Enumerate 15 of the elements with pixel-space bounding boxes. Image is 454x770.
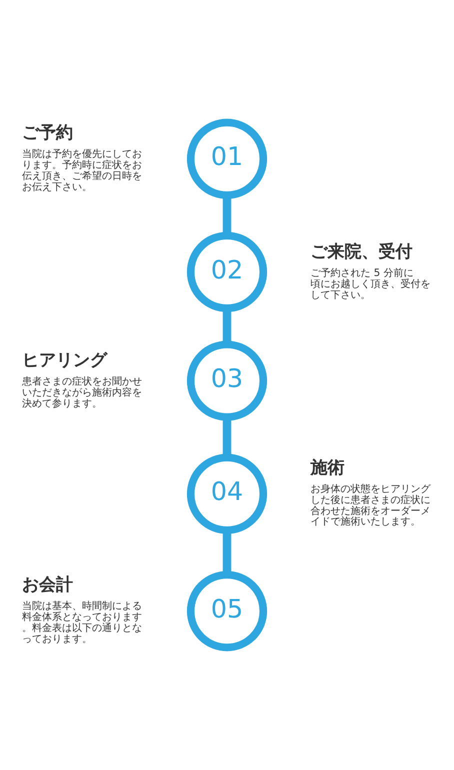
node-label: お身体の状態をヒアリングした後に患者さまの症状に合わせた施術をオーダーメイドで施術いたします。: [310, 484, 431, 528]
node-circle: 05: [186, 571, 268, 652]
node-label: 患者さまの症状をお聞かせいただきながら施術内容を決めて参ります。: [22, 376, 142, 410]
node-label: 施術: [310, 456, 345, 477]
node-label: ご予約された 5 分前に頃にお越しく頂き、受付をして下さい。: [310, 268, 431, 301]
node-circle: 03: [186, 340, 268, 421]
node-circle: 02: [186, 232, 268, 312]
node-label: ご来院、受付: [310, 240, 413, 261]
node-label: お会計: [22, 574, 73, 594]
node-label: 当院は基本、時間制による料金体系となっております。料金表は以下の通りとなっております。: [22, 601, 142, 646]
node-label: ヒアリング: [22, 350, 107, 370]
node-label: 当院は予約を優先にしております。予約時に症状をお伝え頂き、ご希望の日時をお伝え下さい。: [22, 148, 142, 193]
node-circle: 04: [186, 454, 268, 534]
node-label: ご予約: [22, 122, 73, 142]
node-circle: 01: [186, 118, 268, 199]
